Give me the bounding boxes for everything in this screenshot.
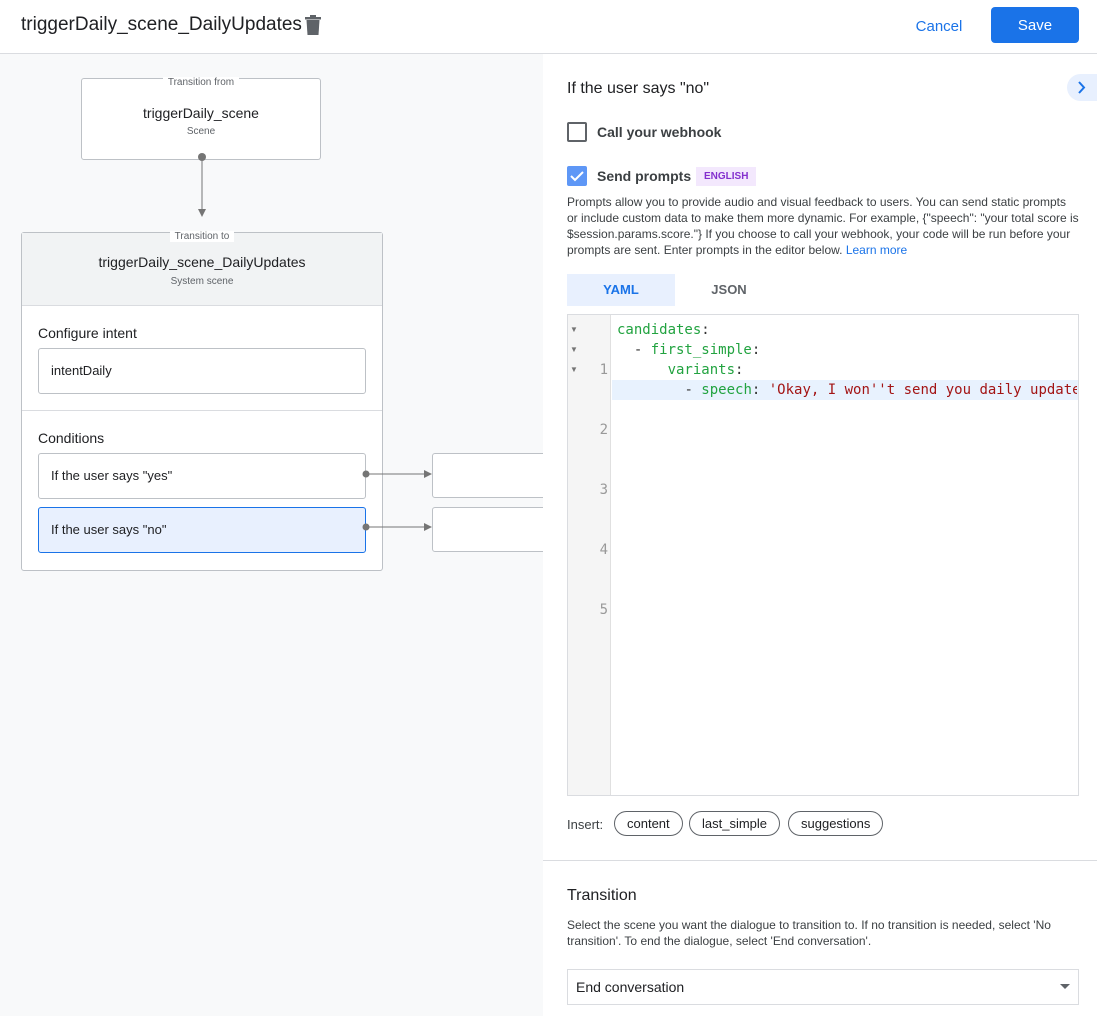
page-title: triggerDaily_scene_DailyUpdates <box>21 14 302 35</box>
code-editor[interactable]: ▼▼▼ 1 2 3 4 5 candidates: - first_simple… <box>567 314 1079 796</box>
transition-from-card[interactable]: Transition from triggerDaily_scene Scene <box>81 77 321 160</box>
condition-connectors <box>362 470 432 531</box>
insert-label: Insert: <box>567 817 604 832</box>
line-number: 4 <box>599 542 608 558</box>
conditions-heading: Conditions <box>38 430 105 446</box>
line-number: 3 <box>599 482 608 498</box>
save-button[interactable]: Save <box>991 7 1079 43</box>
code-token: candidates <box>617 322 702 338</box>
webhook-label: Call your webhook <box>597 124 722 140</box>
to-scene-name: triggerDaily_scene_DailyUpdates <box>98 254 306 270</box>
transition-selected-value: End conversation <box>576 979 685 995</box>
code-line <box>617 400 1077 420</box>
chevron-right-icon <box>1078 81 1086 94</box>
language-badge: ENGLISH <box>696 167 757 186</box>
configure-intent-heading: Configure intent <box>38 325 137 341</box>
code-token <box>617 362 668 378</box>
condition-no[interactable]: If the user says "no" <box>38 507 366 553</box>
connector-arrow <box>198 153 206 217</box>
webhook-checkbox[interactable] <box>567 122 587 142</box>
line-number: 1 <box>599 362 608 378</box>
intent-item[interactable]: intentDaily <box>38 348 366 394</box>
prompts-checkbox[interactable] <box>567 166 587 186</box>
editor-gutter: ▼▼▼ 1 2 3 4 5 <box>568 315 611 795</box>
tab-json[interactable]: JSON <box>711 282 747 297</box>
transition-description: Select the scene you want the dialogue t… <box>567 918 1051 948</box>
fold-markers[interactable]: ▼▼▼ <box>570 325 578 374</box>
transition-to-label: Transition to <box>169 231 235 242</box>
trash-icon[interactable] <box>304 15 322 35</box>
code-token: first_simple <box>650 342 752 358</box>
transition-select[interactable]: End conversation <box>567 969 1079 1005</box>
prompts-description: Prompts allow you to provide audio and v… <box>567 194 1079 258</box>
flow-canvas: Transition from triggerDaily_scene Scene… <box>0 54 552 1016</box>
prompts-label: Send prompts <box>597 168 692 184</box>
code-token: speech <box>701 382 752 398</box>
yes-target-card[interactable] <box>432 453 552 498</box>
panel-title: If the user says "no" <box>567 80 710 97</box>
code-token: variants <box>667 362 736 378</box>
code-line: variants: <box>617 360 1077 380</box>
no-target-card[interactable] <box>432 507 552 552</box>
line-number: 5 <box>599 602 608 618</box>
code-token: - <box>684 382 702 398</box>
transition-to-card: Transition to triggerDaily_scene_DailyUp… <box>21 231 383 571</box>
insert-chip-content[interactable]: content <box>614 811 683 836</box>
check-icon <box>570 171 584 182</box>
dropdown-arrow-icon <box>1060 984 1070 989</box>
code-line: - first_simple: <box>617 340 1077 360</box>
code-lines: candidates: - first_simple: variants: - … <box>617 320 1077 420</box>
insert-chip-suggestions[interactable]: suggestions <box>788 811 884 836</box>
code-token <box>617 342 634 358</box>
collapse-panel-button[interactable] <box>1067 74 1097 101</box>
code-token: 'Okay, I won''t send you daily update <box>768 382 1077 398</box>
code-line: candidates: <box>617 322 710 338</box>
cancel-button[interactable]: Cancel <box>900 9 978 43</box>
tab-yaml[interactable]: YAML <box>567 274 675 306</box>
transition-from-label: Transition from <box>162 77 240 88</box>
code-token <box>617 382 684 398</box>
insert-chip-last-simple[interactable]: last_simple <box>689 811 781 836</box>
to-scene-type: System scene <box>170 276 234 287</box>
from-scene-type: Scene <box>186 126 216 137</box>
divider <box>543 860 1097 861</box>
condition-yes[interactable]: If the user says "yes" <box>38 453 366 499</box>
code-token: - <box>633 342 651 358</box>
condition-panel: If the user says "no" Call your webhook … <box>543 54 1097 1016</box>
learn-more-link[interactable]: Learn more <box>845 243 908 257</box>
line-number: 2 <box>599 422 608 438</box>
from-scene-name: triggerDaily_scene <box>143 105 259 121</box>
header: triggerDaily_scene_DailyUpdates Cancel S… <box>0 0 1097 54</box>
active-line <box>612 380 1078 400</box>
transition-heading: Transition <box>567 887 637 904</box>
description-text: Prompts allow you to provide audio and v… <box>567 195 1079 257</box>
code-line: - speech: 'Okay, I won''t send you daily… <box>617 380 1077 400</box>
